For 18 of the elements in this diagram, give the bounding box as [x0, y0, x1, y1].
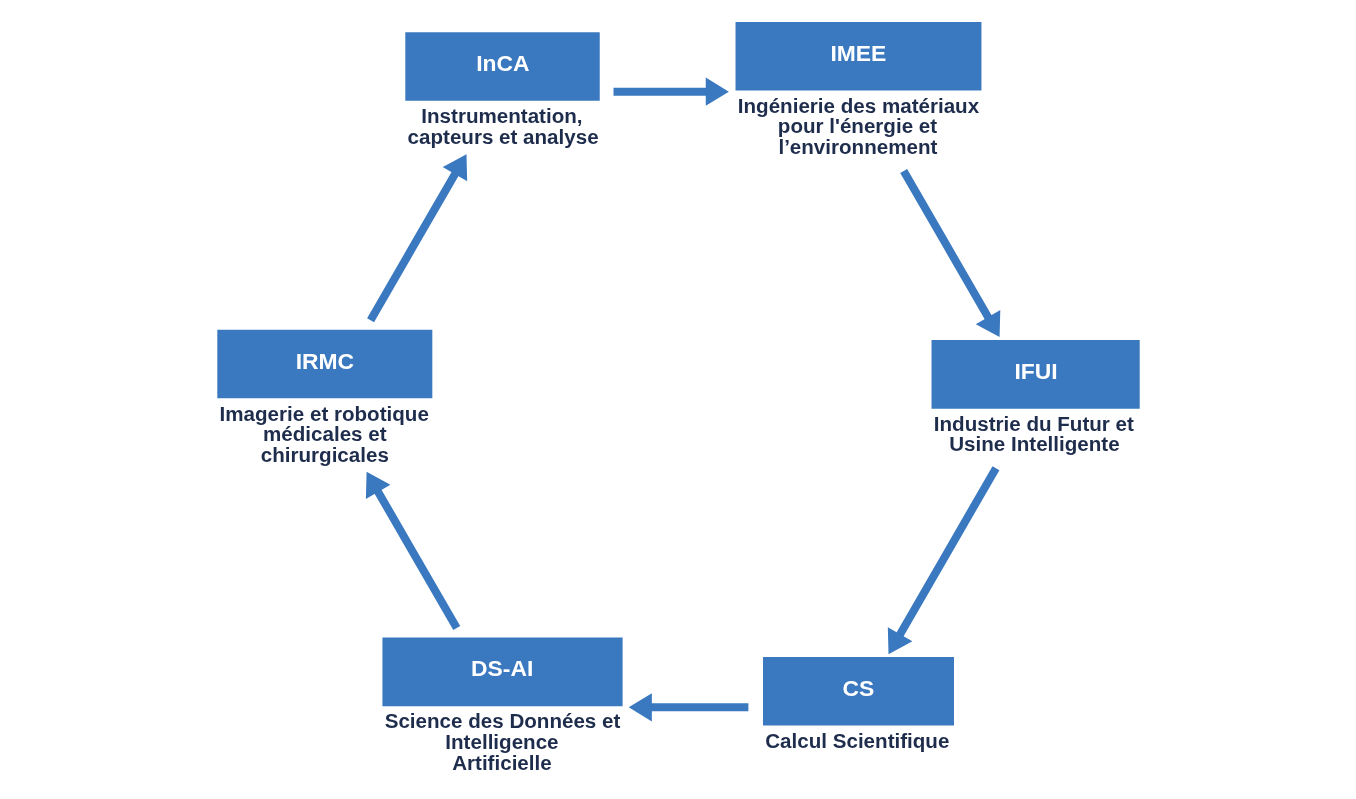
arrow [365, 471, 460, 631]
node-box: CS [762, 656, 954, 726]
node-box: IRMC [216, 329, 432, 399]
node-label: Ingénierie des matériaux pour l'énergie et l’environnement [737, 93, 979, 158]
node-box: InCA [404, 32, 600, 101]
node-label: Science des Données et Intelligence Artificielle [384, 709, 620, 774]
arrow [366, 154, 467, 323]
node-label: Imagerie et robotique médicales et chirurgicales [219, 401, 429, 466]
arrow [613, 77, 729, 106]
arrow [887, 466, 999, 655]
node-label: Instrumentation, capteurs et analyse [407, 104, 599, 148]
node-label: Industrie du Futur et Usine Intelligente [933, 411, 1134, 456]
arrow [628, 693, 748, 722]
node-box: IMEE [735, 21, 981, 91]
node-box: DS-AI [381, 637, 623, 707]
arrow [899, 168, 1000, 338]
node-label: Calcul Scientifique [764, 728, 949, 752]
node-box: IFUI [931, 340, 1140, 409]
